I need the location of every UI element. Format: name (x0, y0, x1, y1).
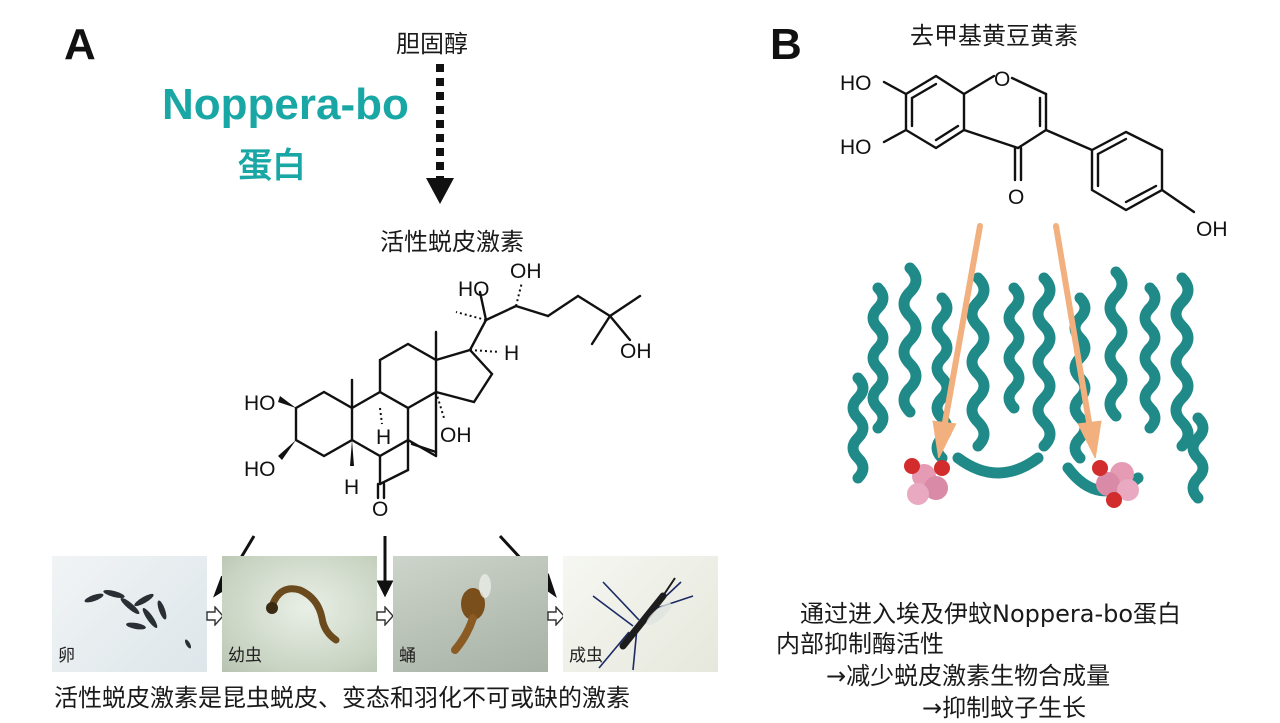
stage-photo-larva: 幼虫 (222, 556, 377, 672)
stage-arrow-3-icon (547, 606, 565, 626)
mol-oh-4p: OH (1196, 218, 1228, 241)
stage-label-pupa: 蛹 (399, 646, 416, 666)
mol-h-5: H (344, 476, 359, 499)
stage-photo-egg: 卵 (52, 556, 207, 672)
mol-ho-6: HO (840, 136, 872, 159)
stage-arrow-1-icon (206, 606, 224, 626)
mol-h-9: H (376, 426, 391, 449)
stage-arrow-2-icon (376, 606, 394, 626)
mol-ho-3: HO (244, 458, 276, 481)
ligand-left (904, 458, 950, 505)
pupa-illustration (451, 574, 491, 654)
mol-h-17: H (504, 342, 519, 365)
mol-oh-top: OH (510, 260, 542, 283)
description-line-1: 通过进入埃及伊蚊Noppera-bo蛋白 (800, 600, 1182, 628)
mol-oh-right: OH (620, 340, 652, 363)
stage-photo-pupa: 蛹 (393, 556, 548, 672)
binding-arrows (932, 223, 1102, 458)
protein-suffix: 蛋白 (238, 146, 306, 186)
panel-b-letter: B (770, 20, 802, 69)
mol-ring-o: O (994, 68, 1010, 91)
description-line-3: →减少蜕皮激素生物合成量 (826, 662, 1111, 690)
panel-a-letter: A (64, 20, 96, 69)
larva-illustration (266, 585, 340, 644)
mosquito-illustration (592, 577, 694, 671)
egg-illustration (84, 589, 192, 649)
description-line-2: 内部抑制酶活性 (776, 630, 944, 658)
mol-ho-7: HO (840, 72, 872, 95)
product-label: 活性蜕皮激素 (380, 228, 524, 256)
mol-oh-14: OH (440, 424, 472, 447)
protein-name: Noppera-bo (162, 80, 409, 129)
panel-a-caption: 活性蜕皮激素是昆虫蜕皮、变态和羽化不可或缺的激素 (54, 684, 630, 712)
ligand-right (1092, 460, 1139, 508)
ecdysone-structure: HO OH OH H HO HO H OH H O (244, 260, 652, 520)
compound-label: 去甲基黄豆黄素 (910, 22, 1078, 50)
stage-label-adult: 成虫 (569, 646, 603, 666)
isoflavone-structure: HO HO O O OH (840, 68, 1228, 241)
description-line-4: →抑制蚊子生长 (922, 694, 1087, 722)
dotted-arrow (426, 64, 454, 204)
cholesterol-label: 胆固醇 (396, 30, 468, 58)
mol-ho-2: HO (244, 392, 276, 415)
stage-label-egg: 卵 (58, 646, 75, 666)
mol-keto-o: O (1008, 186, 1024, 209)
stage-label-larva: 幼虫 (228, 646, 262, 666)
mol-o-6: O (372, 498, 388, 520)
stage-photo-adult: 成虫 (563, 556, 718, 672)
mol-ho-top: HO (458, 278, 490, 301)
